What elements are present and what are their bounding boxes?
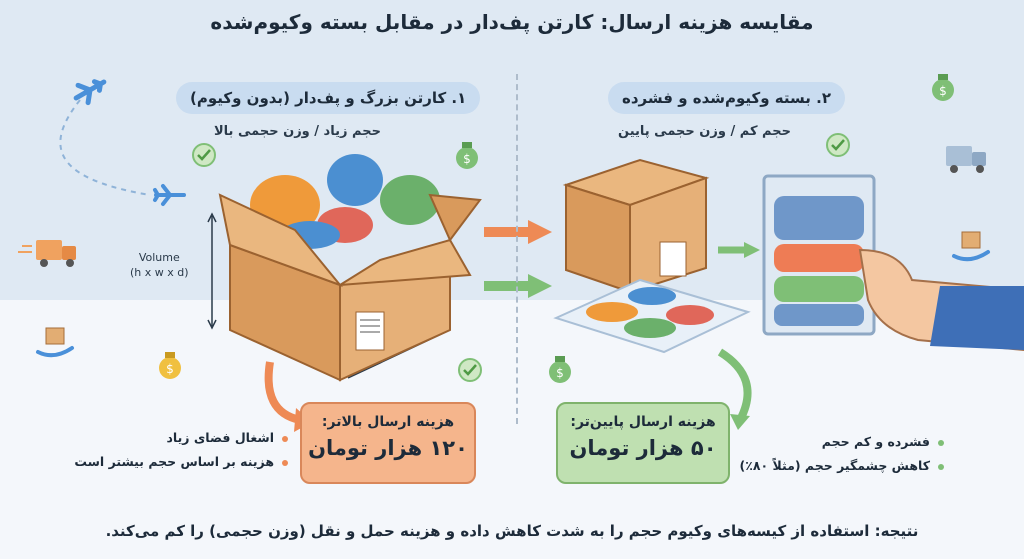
right-section-header: ۲. بسته وکیوم‌شده و فشرده <box>608 82 845 114</box>
left-price-tag: هزینه ارسال بالاتر: ۱۲۰ هزار تومان <box>300 402 476 484</box>
conclusion-text: نتیجه: استفاده از کیسه‌های وکیوم حجم را … <box>105 522 919 540</box>
left-bullet-item: هزینه بر اساس حجم بیشتر است <box>60 450 288 474</box>
right-section-subtitle: حجم کم / وزن حجمی پایین <box>618 124 791 139</box>
volume-label-line2: (h x w x d) <box>130 266 189 279</box>
money-bag-icon: $ <box>456 142 478 169</box>
right-bullet-item: فشرده و کم حجم <box>738 430 944 454</box>
right-price-tag: هزینه ارسال پایین‌تر: ۵۰ هزار تومان <box>556 402 730 484</box>
big-box-illustration <box>218 154 482 382</box>
money-bag-icon: $ <box>159 352 181 379</box>
left-section-header: ۱. کارتن بزرگ و پف‌دار (بدون وکیوم) <box>176 82 481 114</box>
svg-text:$: $ <box>166 362 174 376</box>
truck-icon <box>946 146 986 173</box>
airplane-icon <box>73 79 107 106</box>
left-section-subtitle: حجم زیاد / وزن حجمی بالا <box>214 124 381 139</box>
bullet-dot <box>938 439 944 446</box>
check-circle-icon <box>826 133 850 157</box>
left-price-tag-label: هزینه ارسال بالاتر: <box>321 414 455 430</box>
held-vacuum-bag-illustration <box>762 174 1024 352</box>
left-bullet-list: اشغال فضای زیاد هزینه بر اساس حجم بیشتر … <box>60 426 288 474</box>
right-price-tag-value: ۵۰ هزار تومان <box>569 436 717 460</box>
money-bag-icon: $ <box>932 74 954 101</box>
bullet-dot <box>282 459 288 466</box>
bullet-dot <box>282 435 288 442</box>
airplane-icon <box>153 184 186 206</box>
check-circle-icon <box>458 358 482 382</box>
money-bag-icon: $ <box>549 356 571 383</box>
svg-text:$: $ <box>463 152 471 166</box>
page-title: مقایسه هزینه ارسال: کارتن پف‌دار در مقاب… <box>210 10 814 34</box>
check-circle-icon <box>192 143 216 167</box>
bullet-dot <box>938 463 944 470</box>
svg-text:$: $ <box>939 84 947 98</box>
right-bullet-list: فشرده و کم حجم کاهش چشمگیر حجم (مثلاً ۸۰… <box>738 430 944 478</box>
volume-label: Volume (h x w x d) <box>130 250 189 280</box>
package-hand-icon <box>952 231 990 262</box>
right-price-tag-label: هزینه ارسال پایین‌تر: <box>570 414 716 430</box>
flat-vacuum-bag-illustration <box>553 278 751 354</box>
right-bullet-item: کاهش چشمگیر حجم (مثلاً ۸۰٪) <box>738 454 944 478</box>
section-divider <box>516 74 518 424</box>
package-hand-icon <box>36 327 74 358</box>
svg-text:$: $ <box>556 366 564 380</box>
left-bullet-item: اشغال فضای زیاد <box>60 426 288 450</box>
background-bottom <box>0 300 1024 559</box>
volume-label-line1: Volume <box>138 251 180 264</box>
left-price-tag-value: ۱۲۰ هزار تومان <box>308 436 468 460</box>
small-box-illustration <box>562 158 710 294</box>
truck-icon <box>18 240 76 267</box>
